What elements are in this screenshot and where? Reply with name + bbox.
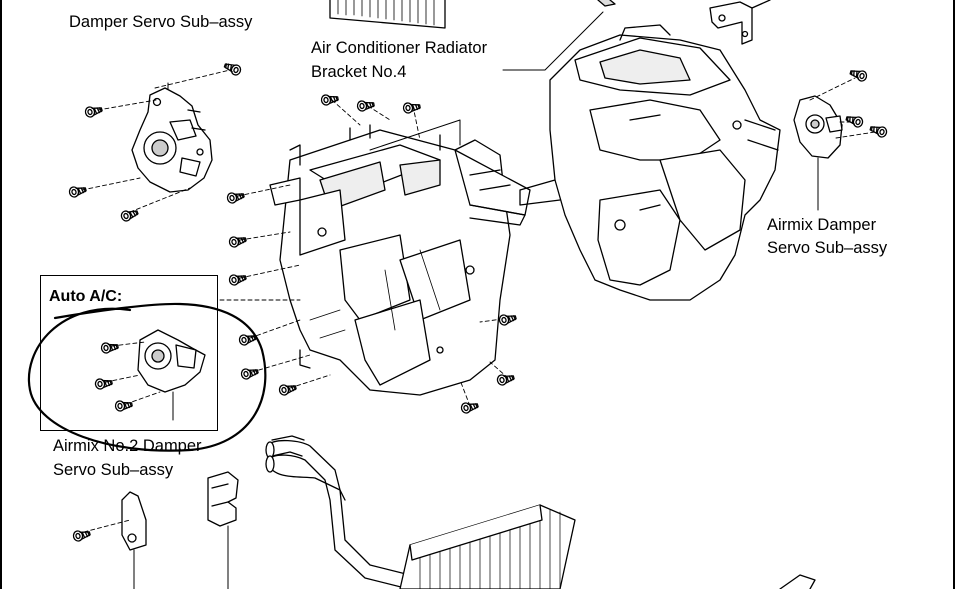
label-airmix-line1: Airmix Damper (767, 216, 877, 234)
screw-icon (356, 98, 376, 113)
label-auto-ac: Auto A/C: (49, 288, 123, 305)
dashed-guide-clip (83, 519, 131, 533)
blower-housing-right (519, 24, 781, 301)
screw-icon (277, 381, 298, 397)
screw-icon (497, 311, 518, 327)
bracket-small-top (597, 0, 616, 7)
label-ac-bracket-line1: Air Conditioner Radiator (311, 39, 488, 57)
screw-icon (239, 365, 260, 381)
screw-icon (320, 92, 340, 107)
screw-icon (868, 123, 889, 139)
bracket-clip-left (121, 491, 147, 589)
label-ac-bracket-line2: Bracket No.4 (311, 63, 407, 81)
airmix-servo-part (793, 95, 843, 211)
frame-border-left (0, 0, 2, 589)
dashed-guides-airmix2 (105, 341, 161, 405)
filter-element-top (329, 0, 446, 29)
frame-border-right (953, 0, 955, 589)
pipe-clip-icon (207, 471, 239, 589)
hand-drawn-circle (27, 302, 267, 452)
dashed-guides-damper (81, 69, 231, 213)
damper-servo-part (131, 82, 213, 193)
screw-icon (227, 233, 248, 249)
screw-icon (225, 189, 246, 205)
label-airmix2-line1: Airmix No.2 Damper (53, 437, 202, 455)
dashed-guides-housing (219, 99, 511, 407)
screw-icon (844, 113, 865, 129)
leader-ac-bracket (502, 11, 604, 71)
heater-unit-housing (269, 119, 531, 396)
bracket-right-top (709, 0, 771, 45)
screw-icon (402, 100, 422, 115)
heater-radiator-core (399, 504, 576, 589)
label-airmix-line2: Servo Sub–assy (767, 239, 888, 257)
screw-icon (495, 371, 516, 387)
screw-icon (83, 103, 104, 119)
auto-ac-inset-box (40, 275, 218, 431)
screw-icon (67, 183, 88, 199)
label-airmix2-line2: Servo Sub–assy (53, 461, 174, 479)
screw-icon (227, 271, 248, 287)
airmix2-servo-part (137, 329, 206, 421)
heater-pipes (265, 435, 411, 589)
screw-icon (71, 527, 92, 543)
label-damper-servo: Damper Servo Sub–assy (69, 13, 253, 31)
screw-icon (222, 60, 243, 77)
pipe-bottom-right (779, 574, 816, 589)
screw-icon (459, 399, 480, 415)
screw-icon (848, 67, 869, 83)
